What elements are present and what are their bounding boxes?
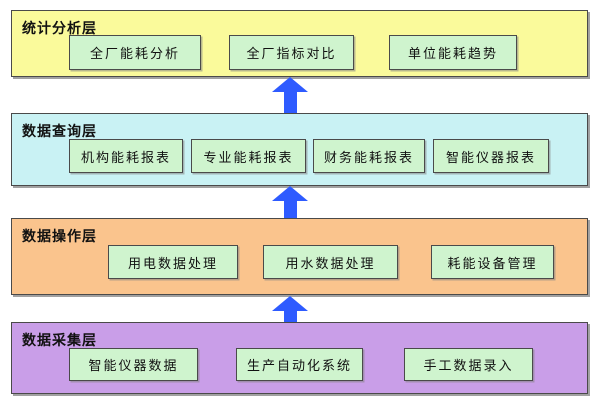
box-specialty-energy-report: 专业能耗报表 bbox=[191, 139, 306, 173]
layer-data-operation: 数据操作层 用电数据处理 用水数据处理 耗能设备管理 bbox=[11, 218, 588, 295]
layer-statistical-analysis: 统计分析层 全厂能耗分析 全厂指标对比 单位能耗趋势 bbox=[11, 10, 588, 77]
arrow-shaft bbox=[283, 201, 297, 218]
layer-data-query: 数据查询层 机构能耗报表 专业能耗报表 财务能耗报表 智能仪器报表 bbox=[11, 113, 588, 186]
box-water-data-processing: 用水数据处理 bbox=[263, 245, 398, 279]
up-arrow-operation-to-query-icon bbox=[272, 186, 308, 218]
layer-title-data-collection: 数据采集层 bbox=[22, 333, 97, 349]
box-smart-meter-data: 智能仪器数据 bbox=[69, 348, 198, 381]
up-arrow-query-to-analysis-icon bbox=[272, 77, 308, 114]
box-production-automation-system: 生产自动化系统 bbox=[236, 348, 363, 381]
box-manual-data-entry: 手工数据录入 bbox=[404, 348, 533, 381]
arrow-head bbox=[272, 296, 308, 311]
layer-data-collection: 数据采集层 智能仪器数据 生产自动化系统 手工数据录入 bbox=[11, 322, 588, 394]
layer-title-data-operation: 数据操作层 bbox=[22, 229, 97, 245]
up-arrow-collection-to-operation-icon bbox=[272, 296, 308, 322]
box-energy-equipment-management: 耗能设备管理 bbox=[431, 245, 554, 279]
arrow-head bbox=[272, 186, 308, 201]
box-plant-energy-analysis: 全厂能耗分析 bbox=[69, 35, 201, 70]
box-electricity-data-processing: 用电数据处理 bbox=[108, 245, 238, 279]
arrow-shaft bbox=[283, 311, 297, 322]
box-unit-energy-trend: 单位能耗趋势 bbox=[389, 35, 517, 70]
box-org-energy-report: 机构能耗报表 bbox=[69, 139, 183, 173]
box-plant-indicator-comparison: 全厂指标对比 bbox=[229, 35, 354, 70]
layer-title-statistical-analysis: 统计分析层 bbox=[22, 21, 97, 37]
box-smart-meter-report: 智能仪器报表 bbox=[433, 139, 549, 173]
box-finance-energy-report: 财务能耗报表 bbox=[313, 139, 425, 173]
arrow-shaft bbox=[283, 92, 297, 114]
layer-title-data-query: 数据查询层 bbox=[22, 124, 97, 140]
arrow-head bbox=[272, 77, 308, 92]
